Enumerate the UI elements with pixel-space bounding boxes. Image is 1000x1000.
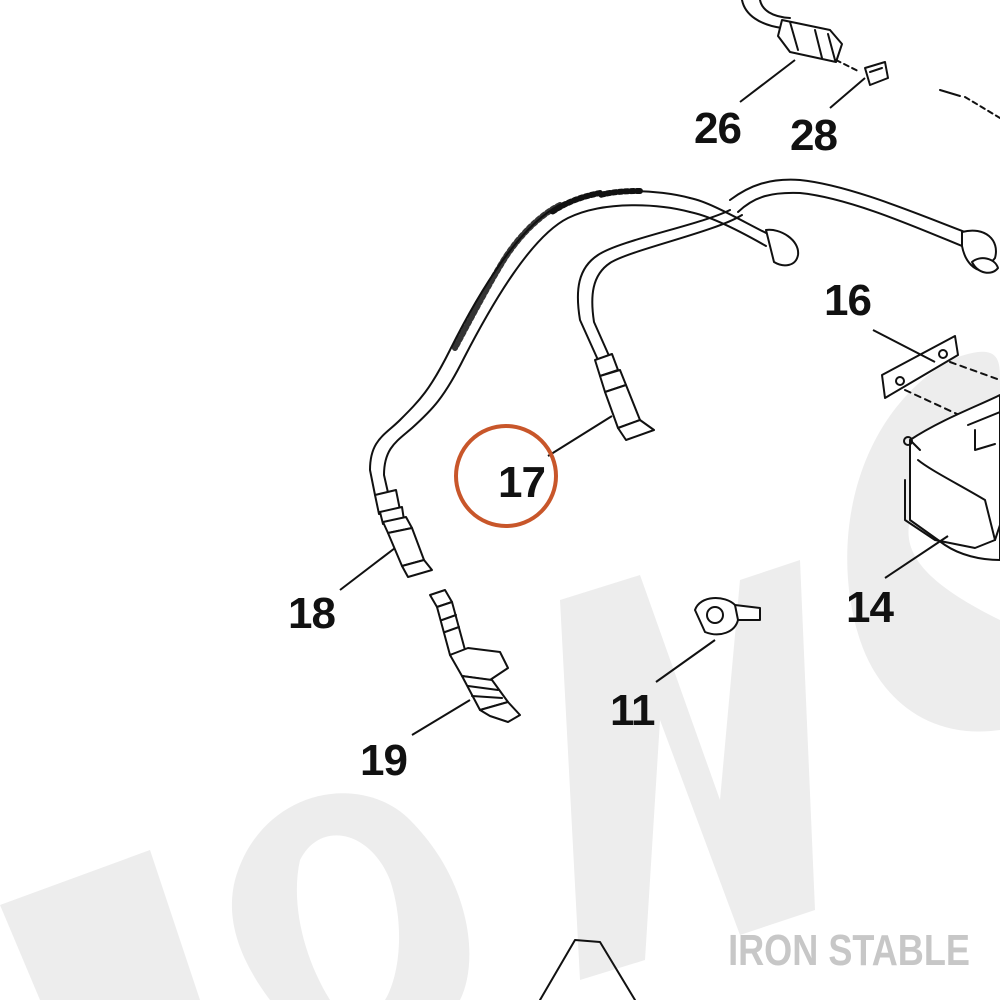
brand-logo-text: IRON STABLE [728,926,970,975]
pin-drawing [939,89,1000,119]
callout-18[interactable]: 18 [288,589,336,638]
callout-26[interactable]: 26 [694,104,742,153]
callout-14[interactable]: 14 [846,583,895,632]
callout-28[interactable]: 28 [790,111,838,160]
clamp-11-drawing [694,597,761,636]
callout-16[interactable]: 16 [824,276,872,325]
watermark [0,351,1000,1000]
wire-upper-drawing [729,178,999,274]
coil-14-drawing [903,394,1000,561]
terminal-28-drawing [864,61,889,86]
bottom-part-drawing [539,939,636,1000]
spark-plug-19-drawing [429,589,521,723]
wire-17-drawing [576,209,743,441]
leader-lines [339,59,949,736]
callouts: 26 28 16 17 18 14 11 19 [288,104,895,785]
callout-17[interactable]: 17 [498,458,546,507]
callout-19[interactable]: 19 [360,736,408,785]
wire-18-drawing [369,188,800,578]
callout-11[interactable]: 11 [610,686,656,735]
parts-linework [369,0,1000,1000]
highlight-ring-17 [454,424,558,528]
connector-26-drawing [741,0,861,73]
